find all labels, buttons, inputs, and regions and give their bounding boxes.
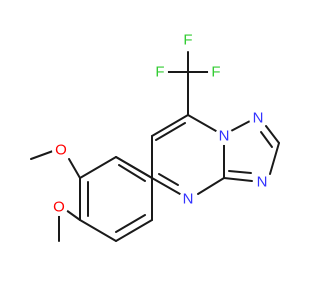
oxygen-upper-atom: O <box>52 141 70 159</box>
bond-ar2-o-upper <box>68 158 81 179</box>
oxygen-lower-label: O <box>53 199 65 216</box>
nitrogen-triazole-right-atom: N <box>253 173 271 191</box>
bond-layer <box>30 51 280 242</box>
chemical-structure-diagram: F F F N N N N <box>30 32 280 242</box>
fluorine-top-label: F <box>183 32 192 49</box>
nitrogen-bridge-atom: N <box>215 127 233 145</box>
bond-c2-n3 <box>269 142 280 175</box>
bond-n8-n1 <box>230 120 251 132</box>
bond-n1-c2-double <box>260 131 273 148</box>
bond-o-upper-ch3 <box>30 150 54 160</box>
nitrogen-triazole-top-atom: N <box>249 109 267 127</box>
nitrogen-triazole-top-label: N <box>253 110 264 127</box>
bond-n1-c2 <box>265 125 280 144</box>
nitrogen-bridge-label: N <box>219 128 230 145</box>
nitrogen-pyrimidine-bottom-label: N <box>183 191 194 208</box>
atom-label-layer: F F F N N N N <box>50 32 271 216</box>
bond-ar4-ar5 <box>115 219 153 242</box>
fluorine-right-label: F <box>211 64 220 81</box>
bond-ar3-ar4 <box>79 219 117 242</box>
fluorine-left-atom: F <box>152 64 168 81</box>
bond-n8-c7 <box>187 114 217 132</box>
bond-c5-n4-double <box>158 173 179 186</box>
bond-c5-n4 <box>151 177 181 195</box>
oxygen-upper-label: O <box>55 142 67 159</box>
fluorine-right-atom: F <box>208 64 224 81</box>
bond-n3-c3a <box>223 177 253 182</box>
nitrogen-triazole-right-label: N <box>257 174 268 191</box>
bond-ar3-o-lower <box>65 209 81 221</box>
fluorine-left-label: F <box>155 64 164 81</box>
bond-n3-c3a-double <box>228 170 252 174</box>
bond-c7-c6 <box>151 114 189 137</box>
bond-c7-c6-double <box>155 122 186 141</box>
nitrogen-pyrimidine-bottom-atom: N <box>179 190 197 208</box>
bond-ar6-ar1 <box>115 156 153 179</box>
bond-ar1-ar6-double <box>118 164 146 182</box>
molecule-canvas: F F F N N N N <box>30 32 280 242</box>
fluorine-top-atom: F <box>180 32 196 49</box>
oxygen-lower-atom: O <box>50 198 68 216</box>
bond-ar1-ar2 <box>79 156 117 179</box>
bond-n4-c3a <box>197 177 225 195</box>
bond-ar4-ar5-double <box>115 214 146 233</box>
